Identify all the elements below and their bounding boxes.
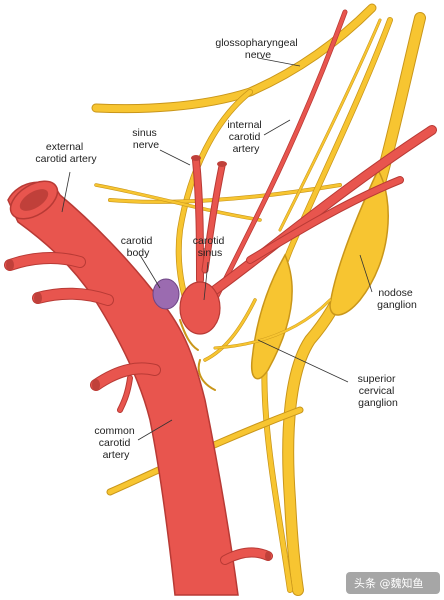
label-glossopharyngeal-line2: nerve <box>245 49 271 61</box>
watermark: 头条 @魏知鱼 <box>346 572 440 594</box>
label-nodose-line1: nodose <box>378 287 413 299</box>
external-and-common-carotid <box>7 181 239 596</box>
label-external-carotid-line2: carotid artery <box>35 153 97 165</box>
label-nodose-line2: ganglion <box>377 299 417 311</box>
label-sinus-nerve: sinus nerve <box>132 127 159 151</box>
label-superior-cervical-ganglion: superior cervical ganglion <box>358 373 399 409</box>
label-superior-cervical-line3: ganglion <box>358 397 398 409</box>
label-nodose-ganglion: nodose ganglion <box>377 287 417 311</box>
carotid-sinus <box>179 281 221 335</box>
label-carotid-sinus-line2: sinus <box>198 247 223 259</box>
label-glossopharyngeal-line1: glossopharyngeal <box>215 37 297 49</box>
nerves <box>91 3 426 596</box>
label-internal-carotid-line1: internal <box>227 119 261 131</box>
label-carotid-body: carotid body <box>121 235 155 259</box>
watermark-text: 头条 @魏知鱼 <box>354 576 424 590</box>
arteries <box>4 9 437 596</box>
label-external-carotid-line1: external <box>46 141 83 153</box>
label-external-carotid-artery: external carotid artery <box>35 141 97 165</box>
label-sinus-nerve-line2: nerve <box>133 139 159 151</box>
superior-cervical-ganglion <box>250 253 293 380</box>
labels: glossopharyngeal nerve sinus nerve inter… <box>35 37 417 461</box>
label-common-carotid-line3: artery <box>103 449 131 461</box>
label-common-carotid-line2: carotid <box>99 437 131 449</box>
label-internal-carotid-line2: carotid <box>229 131 261 143</box>
label-common-carotid-artery: common carotid artery <box>94 425 137 461</box>
label-sinus-nerve-line1: sinus <box>132 127 157 139</box>
label-carotid-body-line1: carotid <box>121 235 153 247</box>
label-superior-cervical-line1: superior <box>358 373 396 385</box>
label-carotid-body-line2: body <box>127 247 151 259</box>
label-superior-cervical-line2: cervical <box>359 385 395 397</box>
leader-lines <box>61 57 373 441</box>
label-glossopharyngeal-nerve: glossopharyngeal nerve <box>215 37 300 61</box>
label-internal-carotid-line3: artery <box>233 143 261 155</box>
label-carotid-sinus-line1: carotid <box>193 235 225 247</box>
internal-carotid-artery <box>207 9 348 313</box>
label-internal-carotid-artery: internal carotid artery <box>227 119 264 155</box>
nodose-ganglion <box>329 168 389 316</box>
label-carotid-sinus: carotid sinus <box>193 235 227 259</box>
label-common-carotid-line1: common <box>94 425 134 437</box>
